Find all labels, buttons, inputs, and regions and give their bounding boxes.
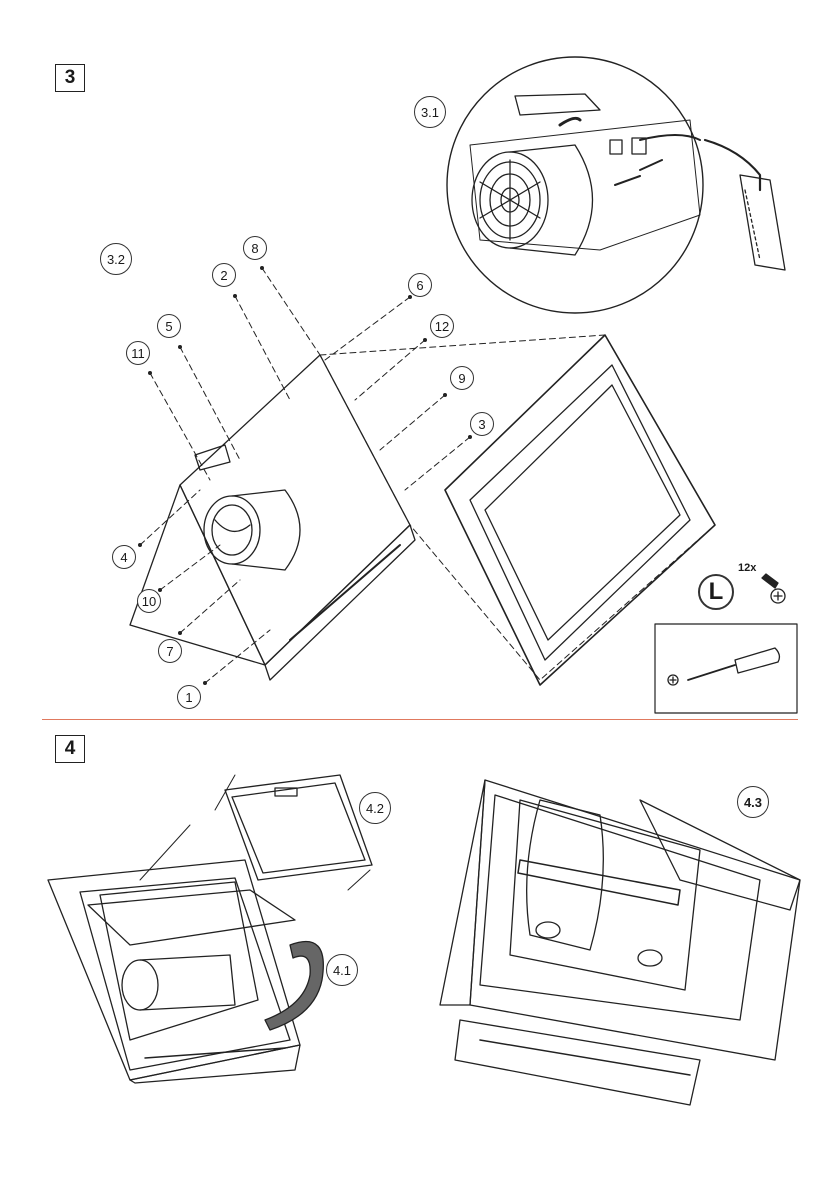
screwdriver-icon <box>688 648 779 680</box>
glass-front-panel <box>445 335 715 685</box>
screw-code-badge: L <box>698 574 734 610</box>
part-1: 1 <box>177 685 201 709</box>
section-divider <box>42 719 798 720</box>
hood-detail-4-3 <box>440 780 800 1105</box>
part-3: 3 <box>470 412 494 436</box>
step-3-label: 3 <box>55 64 85 92</box>
hood-filter-removal <box>48 775 372 1083</box>
callout-3-2: 3.2 <box>100 243 132 275</box>
part-7: 7 <box>158 639 182 663</box>
callout-4-3: 4.3 <box>737 786 769 818</box>
part-6: 6 <box>408 273 432 297</box>
screw-quantity: 12x <box>738 562 756 574</box>
step-4-label: 4 <box>55 735 85 763</box>
part-5: 5 <box>157 314 181 338</box>
part-12: 12 <box>430 314 454 338</box>
hood-body-exploded <box>130 335 715 680</box>
detail-3-1-motor-connector <box>447 57 703 313</box>
callout-4-1: 4.1 <box>326 954 358 986</box>
power-cable <box>705 140 785 270</box>
part-10: 10 <box>137 589 161 613</box>
screw-icon <box>762 574 785 603</box>
part-11: 11 <box>126 341 150 365</box>
part-9: 9 <box>450 366 474 390</box>
fan-motor-icon <box>472 145 593 255</box>
part-8: 8 <box>243 236 267 260</box>
part-4: 4 <box>112 545 136 569</box>
phillips-tip-icon <box>668 675 678 685</box>
screw-points <box>138 266 472 685</box>
callout-3-1: 3.1 <box>414 96 446 128</box>
callout-4-2: 4.2 <box>359 792 391 824</box>
part-2: 2 <box>212 263 236 287</box>
